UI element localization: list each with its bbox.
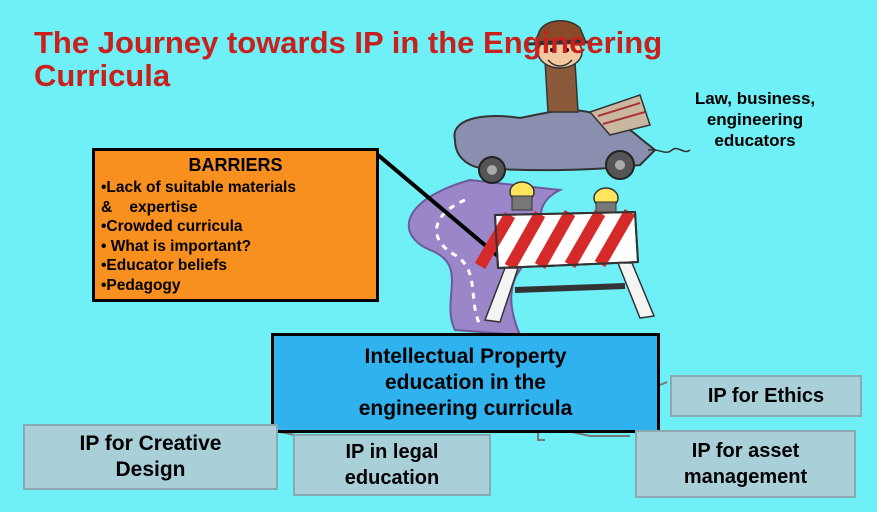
- ip-ethics-box: IP for Ethics: [670, 375, 862, 417]
- educators-line-1: Law, business,: [694, 89, 816, 108]
- ip-asset-management-box: IP for asset management: [635, 430, 856, 498]
- center-line-2: education in the: [384, 371, 546, 394]
- asset-line-1: IP for asset: [691, 440, 800, 462]
- barriers-heading: BARRIERS: [188, 155, 283, 175]
- barrier-item: •Educator beliefs: [101, 257, 228, 274]
- barrier-item: & expertise: [101, 198, 198, 216]
- barrier-item: •Pedagogy: [101, 276, 181, 294]
- center-line-3: engineering curricula: [358, 397, 573, 420]
- center-line-1: Intellectual Property: [364, 345, 567, 368]
- barrier-item: •Crowded curricula: [101, 218, 243, 235]
- title-line-2: Curricula: [34, 58, 171, 93]
- educators-line-3: educators: [714, 131, 796, 150]
- barrier-item: • What is important?: [101, 237, 252, 255]
- barrier-item: •Lack of suitable materials: [101, 179, 296, 196]
- educators-note: Law, business, engineering educators: [650, 88, 860, 151]
- legal-line-2: education: [344, 467, 440, 489]
- ethics-label: IP for Ethics: [707, 384, 825, 407]
- ip-legal-education-box: IP in legal education: [293, 434, 491, 496]
- driver-car-illustration: [453, 20, 691, 184]
- ip-education-box: Intellectual Property education in the e…: [271, 333, 660, 433]
- legal-line-1: IP in legal: [345, 441, 439, 463]
- barriers-list: •Lack of suitable materials & expertise …: [101, 178, 376, 295]
- creative-line-2: Design: [115, 458, 186, 481]
- asset-line-2: management: [683, 466, 808, 488]
- ip-creative-design-box: IP for Creative Design: [23, 424, 278, 490]
- road-barrier-illustration: [474, 181, 656, 323]
- barriers-box: BARRIERS •Lack of suitable materials & e…: [92, 148, 379, 302]
- title-line-1: The Journey towards IP in the Engineerin…: [34, 25, 663, 60]
- slide-title: The Journey towards IP in the Engineerin…: [34, 26, 794, 92]
- creative-line-1: IP for Creative: [79, 432, 222, 455]
- educators-line-2: engineering: [706, 110, 804, 129]
